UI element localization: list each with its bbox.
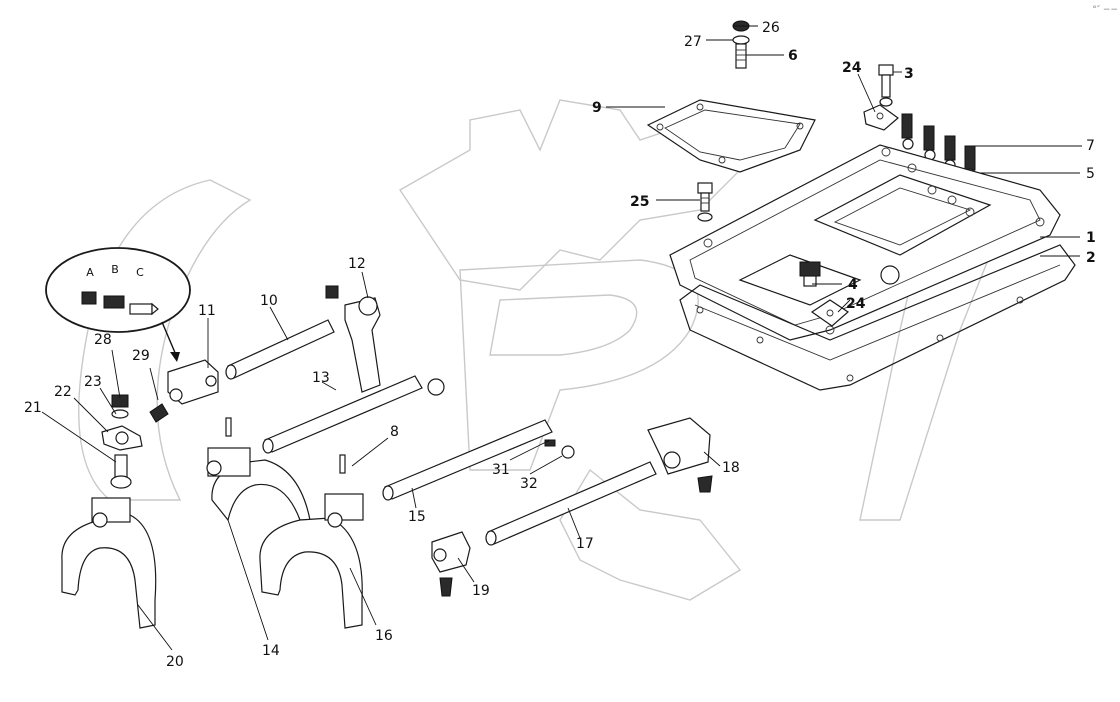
callout-21: 21	[24, 400, 42, 416]
callout-4: 4	[848, 277, 858, 293]
callout-2: 2	[1086, 250, 1096, 266]
callout-24-lower: 24	[846, 296, 866, 312]
plug-4	[799, 261, 849, 327]
shift-fork-16	[259, 454, 364, 629]
callout-labels: 1 2 3 4 5 6 7 8 9 10 11 12 13 14 15 16 1…	[24, 20, 1096, 670]
shift-rail-10	[225, 319, 335, 380]
callout-7: 7	[1086, 138, 1095, 154]
interlock-block	[167, 359, 219, 405]
shift-housing	[669, 144, 1061, 341]
callout-27: 27	[684, 34, 702, 50]
shift-fork-20	[61, 497, 157, 629]
callout-29: 29	[132, 348, 150, 364]
detail-label-a: A	[86, 266, 94, 279]
callout-20: 20	[166, 654, 184, 670]
callout-15: 15	[408, 509, 426, 525]
corner-mark: °″ −−	[1092, 5, 1118, 15]
detail-label-b: B	[111, 263, 119, 276]
shift-lever	[325, 285, 445, 396]
callout-13: 13	[312, 370, 330, 386]
bolt-25	[697, 182, 713, 222]
callout-24-upper: 24	[842, 60, 862, 76]
callout-10: 10	[260, 293, 278, 309]
nut-washer-bolt-stack	[732, 20, 750, 69]
top-cover-plate	[646, 99, 816, 173]
shift-fork-14	[206, 417, 311, 522]
callout-6: 6	[788, 48, 798, 64]
callout-11: 11	[198, 303, 216, 319]
callout-26: 26	[762, 20, 780, 36]
callout-25: 25	[630, 194, 649, 210]
callout-1: 1	[1086, 230, 1096, 246]
callout-14: 14	[262, 643, 280, 659]
bolt-3	[863, 64, 899, 131]
callout-3: 3	[904, 66, 914, 82]
callout-23: 23	[84, 374, 102, 390]
stud-bolt-assembly	[101, 394, 169, 489]
callout-31: 31	[492, 462, 510, 478]
callout-8: 8	[390, 424, 399, 440]
shift-rail-17	[485, 461, 657, 546]
shift-rail-13	[262, 375, 423, 454]
callout-16: 16	[375, 628, 393, 644]
callout-17: 17	[576, 536, 594, 552]
housing-gasket	[679, 244, 1076, 391]
callout-18: 18	[722, 460, 740, 476]
callout-5: 5	[1086, 166, 1095, 182]
callout-28: 28	[94, 332, 112, 348]
callout-19: 19	[472, 583, 490, 599]
detail-label-c: C	[136, 266, 144, 279]
callout-9: 9	[592, 100, 602, 116]
callout-12: 12	[348, 256, 366, 272]
shift-block-19	[431, 531, 471, 597]
shift-block-18	[647, 417, 713, 493]
detail-inset: A B C	[45, 247, 191, 362]
callout-22: 22	[54, 384, 72, 400]
shift-rail-15	[382, 419, 575, 501]
callout-32: 32	[520, 476, 538, 492]
leader-lines	[41, 25, 1082, 651]
